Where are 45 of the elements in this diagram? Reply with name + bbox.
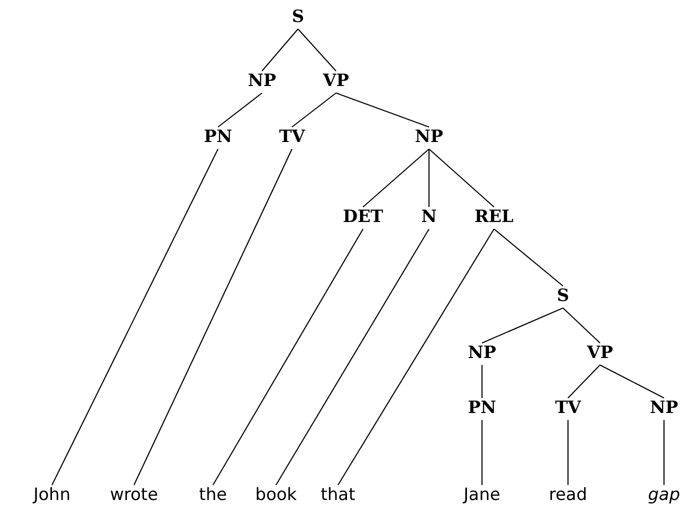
category-label: VP [586, 344, 614, 364]
tree-branch [212, 228, 364, 486]
tree-branch [481, 420, 483, 485]
tree-branch [568, 364, 600, 398]
category-label: TV [278, 128, 306, 148]
word-label: wrote [108, 486, 160, 506]
category-label: PN [466, 399, 498, 419]
tree-branch [338, 228, 494, 486]
category-label: NP [246, 72, 278, 92]
tree-branch [428, 148, 494, 208]
tree-branch [600, 364, 664, 398]
word-label: the [198, 486, 228, 506]
tree-branch [562, 308, 600, 344]
tree-branch [292, 92, 336, 128]
tree-branch [298, 28, 336, 72]
category-label: N [420, 208, 438, 228]
word-label: Jane [462, 486, 502, 506]
category-label: S [556, 287, 570, 307]
tree-branch [428, 149, 430, 207]
category-label: VP [322, 72, 350, 92]
category-label: DET [342, 208, 384, 228]
word-label: that [320, 486, 356, 506]
tree-branch [218, 92, 262, 128]
category-label: S [290, 8, 306, 28]
word-label: John [32, 486, 72, 506]
tree-branch [134, 148, 292, 486]
category-label: REL [473, 208, 515, 228]
category-label: TV [554, 399, 582, 419]
tree-branch [52, 148, 218, 486]
tree-branch [663, 420, 665, 485]
tree-branch [567, 420, 569, 485]
tree-branch [336, 92, 430, 128]
category-label: NP [648, 399, 680, 419]
tree-branch [481, 365, 483, 398]
category-label: PN [202, 128, 234, 148]
word-label: read [548, 486, 588, 506]
category-label: NP [466, 344, 498, 364]
tree-branch [262, 28, 298, 72]
tree-branch [276, 228, 430, 486]
word-label: book [254, 486, 298, 506]
tree-branch [362, 148, 430, 208]
category-label: NP [414, 128, 444, 148]
tree-branch [494, 228, 564, 286]
tree-branch [482, 308, 564, 344]
word-label: gap [647, 486, 681, 506]
